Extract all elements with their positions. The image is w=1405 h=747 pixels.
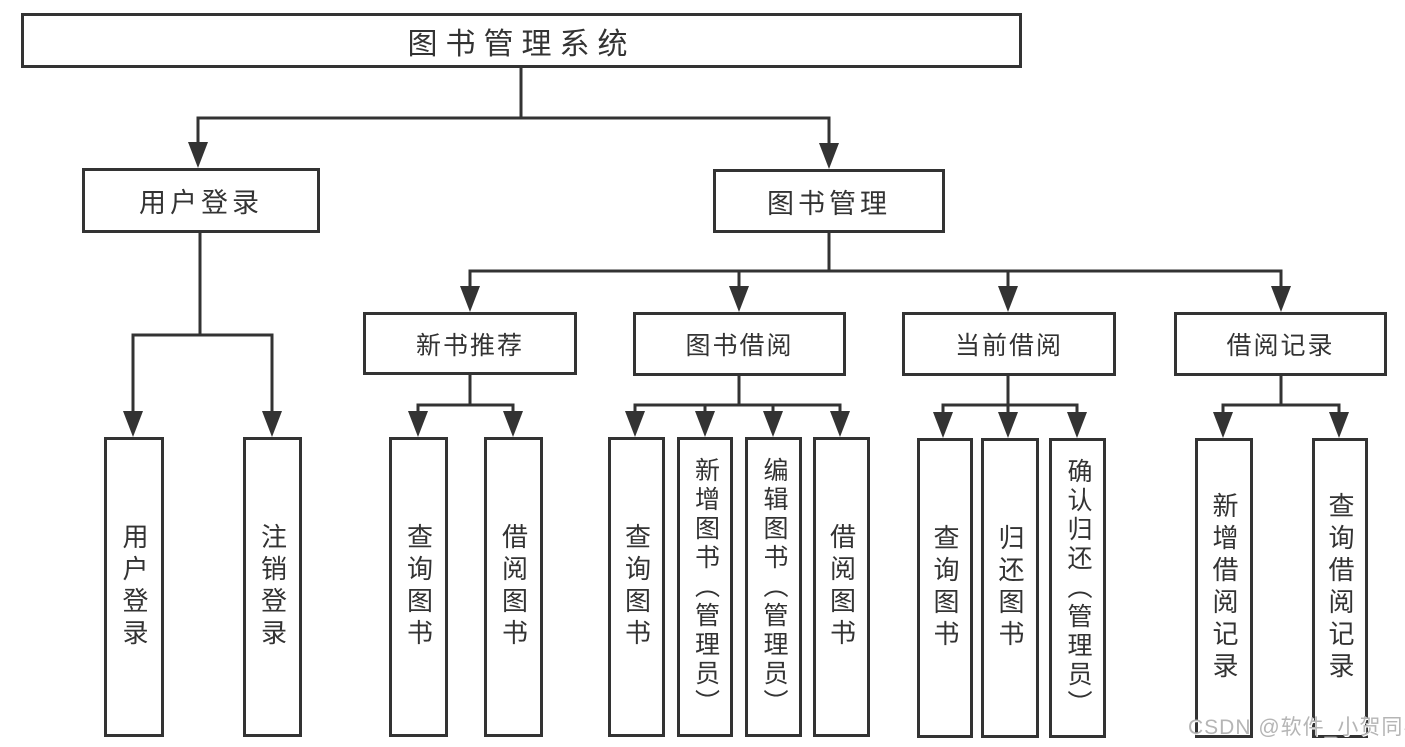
node-borrow-record: 借阅记录 <box>1174 312 1387 376</box>
arrowhead <box>123 411 143 437</box>
node-new-book-rec-label: 新书推荐 <box>415 331 524 360</box>
arrowhead <box>729 286 749 312</box>
node-leaf-cb-query-book: 查询图书 <box>917 438 973 738</box>
node-leaf-nr-query-book: 查询图书 <box>389 437 448 737</box>
node-book-mgmt-label: 图书管理 <box>767 188 891 219</box>
node-leaf-bb-edit-book-label: 编辑图书（管理员） <box>760 456 788 718</box>
node-leaf-br-add-record: 新增借阅记录 <box>1195 438 1253 738</box>
node-leaf-cb-confirm-return: 确认归还（管理员） <box>1049 438 1106 738</box>
node-leaf-bb-add-book: 新增图书（管理员） <box>677 437 733 737</box>
arrowhead <box>1067 412 1087 438</box>
arrowhead <box>1271 286 1291 312</box>
arrowhead <box>998 412 1018 438</box>
connector-book-mgmt-branch <box>468 231 1283 296</box>
node-leaf-cb-return-book-label: 归还图书 <box>995 524 1025 652</box>
arrowhead <box>819 143 839 169</box>
node-leaf-bb-query-book: 查询图书 <box>608 437 665 737</box>
node-user-login: 用户登录 <box>82 168 320 233</box>
arrowhead <box>763 411 783 437</box>
node-leaf-cb-confirm-return-label: 确认归还（管理员） <box>1064 457 1092 719</box>
node-leaf-user-login-label: 用户登录 <box>119 523 149 651</box>
arrowhead <box>830 411 850 437</box>
arrowhead <box>188 142 208 168</box>
node-leaf-bb-add-book-label: 新增图书（管理员） <box>691 456 720 718</box>
node-current-borrow: 当前借阅 <box>902 312 1116 376</box>
connector-new-book-rec-branch <box>416 373 515 422</box>
node-user-login-label: 用户登录 <box>139 188 263 218</box>
node-leaf-br-query-record-label: 查询借阅记录 <box>1325 492 1355 684</box>
arrowhead <box>503 411 523 437</box>
node-leaf-nr-query-book-label: 查询图书 <box>403 523 434 651</box>
connector-book-borrow-branch <box>633 374 842 422</box>
node-leaf-user-login: 用户登录 <box>104 437 164 737</box>
node-leaf-bb-edit-book: 编辑图书（管理员） <box>745 437 802 737</box>
node-book-borrow-label: 图书借阅 <box>685 332 794 360</box>
node-leaf-bb-query-book-label: 查询图书 <box>621 523 652 651</box>
node-current-borrow-label: 当前借阅 <box>954 332 1063 360</box>
node-book-borrow: 图书借阅 <box>633 312 846 376</box>
node-leaf-nr-borrow-book-label: 借阅图书 <box>498 523 529 651</box>
node-new-book-rec: 新书推荐 <box>363 312 577 375</box>
node-root-label: 图书管理系统 <box>407 27 636 61</box>
node-leaf-br-query-record: 查询借阅记录 <box>1312 438 1368 738</box>
connector-user-login-branch <box>131 231 274 422</box>
arrowhead <box>1213 412 1233 438</box>
arrowhead <box>408 411 428 437</box>
arrowhead <box>695 411 715 437</box>
arrowheads <box>123 142 1349 438</box>
arrowhead <box>625 411 645 437</box>
connector-borrow-record-branch <box>1221 374 1341 423</box>
node-borrow-record-label: 借阅记录 <box>1226 332 1335 360</box>
connector-root-branch <box>196 66 831 153</box>
arrowhead <box>460 286 480 312</box>
arrowhead <box>998 286 1018 312</box>
node-leaf-nr-borrow-book: 借阅图书 <box>484 437 543 737</box>
arrowhead <box>262 411 282 437</box>
node-leaf-logout: 注销登录 <box>243 437 302 737</box>
node-book-mgmt: 图书管理 <box>713 169 945 233</box>
arrowhead <box>933 412 953 438</box>
node-leaf-br-add-record-label: 新增借阅记录 <box>1209 492 1239 684</box>
node-leaf-logout-label: 注销登录 <box>257 523 288 651</box>
node-leaf-bb-borrow-book: 借阅图书 <box>813 437 870 737</box>
node-leaf-bb-borrow-book-label: 借阅图书 <box>826 523 857 651</box>
node-root: 图书管理系统 <box>21 13 1022 68</box>
node-leaf-cb-query-book-label: 查询图书 <box>930 524 960 652</box>
watermark: CSDN @软件_小贺同学 <box>1188 716 1405 739</box>
node-leaf-cb-return-book: 归还图书 <box>981 438 1039 738</box>
arrowhead <box>1329 412 1349 438</box>
